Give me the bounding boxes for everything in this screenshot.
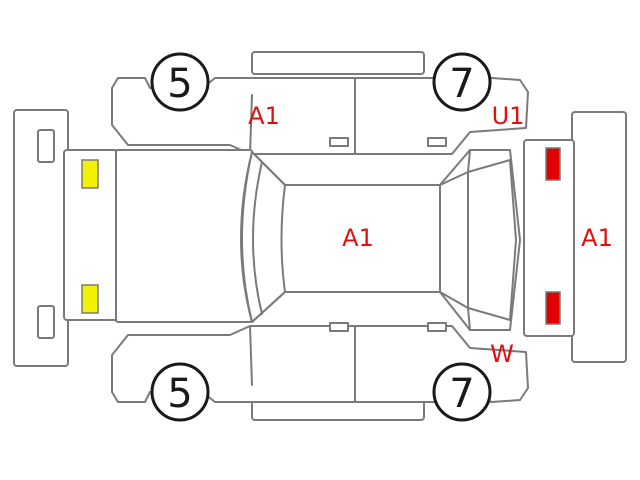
headlight-right <box>81 284 99 314</box>
damage-mark-left-side: A1 <box>248 102 280 130</box>
wheel-front-right: 5 <box>150 362 210 422</box>
wheel-rear-left: 7 <box>432 52 492 112</box>
wheel-front-left: 5 <box>150 52 210 112</box>
damage-mark-rear-quarter: U1 <box>492 102 525 130</box>
damage-mark-rear-right: W <box>490 340 514 368</box>
bottom-side-profile <box>111 322 529 403</box>
wheel-rear-right: 7 <box>432 362 492 422</box>
damage-mark-rear-bumper: A1 <box>581 224 613 252</box>
car-body-top <box>115 149 521 331</box>
front-panel <box>63 149 119 321</box>
wheel-front-left-value: 5 <box>167 61 192 107</box>
wheel-front-right-value: 5 <box>167 371 192 417</box>
taillight-lower <box>545 291 561 325</box>
taillight-upper <box>545 147 561 181</box>
top-side-profile <box>111 77 529 155</box>
headlight-left <box>81 159 99 189</box>
front-bumper <box>13 109 69 367</box>
damage-mark-roof: A1 <box>342 224 374 252</box>
rear-panel <box>523 139 575 337</box>
roof-rail-top <box>251 51 425 75</box>
wheel-rear-left-value: 7 <box>449 61 474 107</box>
wheel-rear-right-value: 7 <box>449 371 474 417</box>
